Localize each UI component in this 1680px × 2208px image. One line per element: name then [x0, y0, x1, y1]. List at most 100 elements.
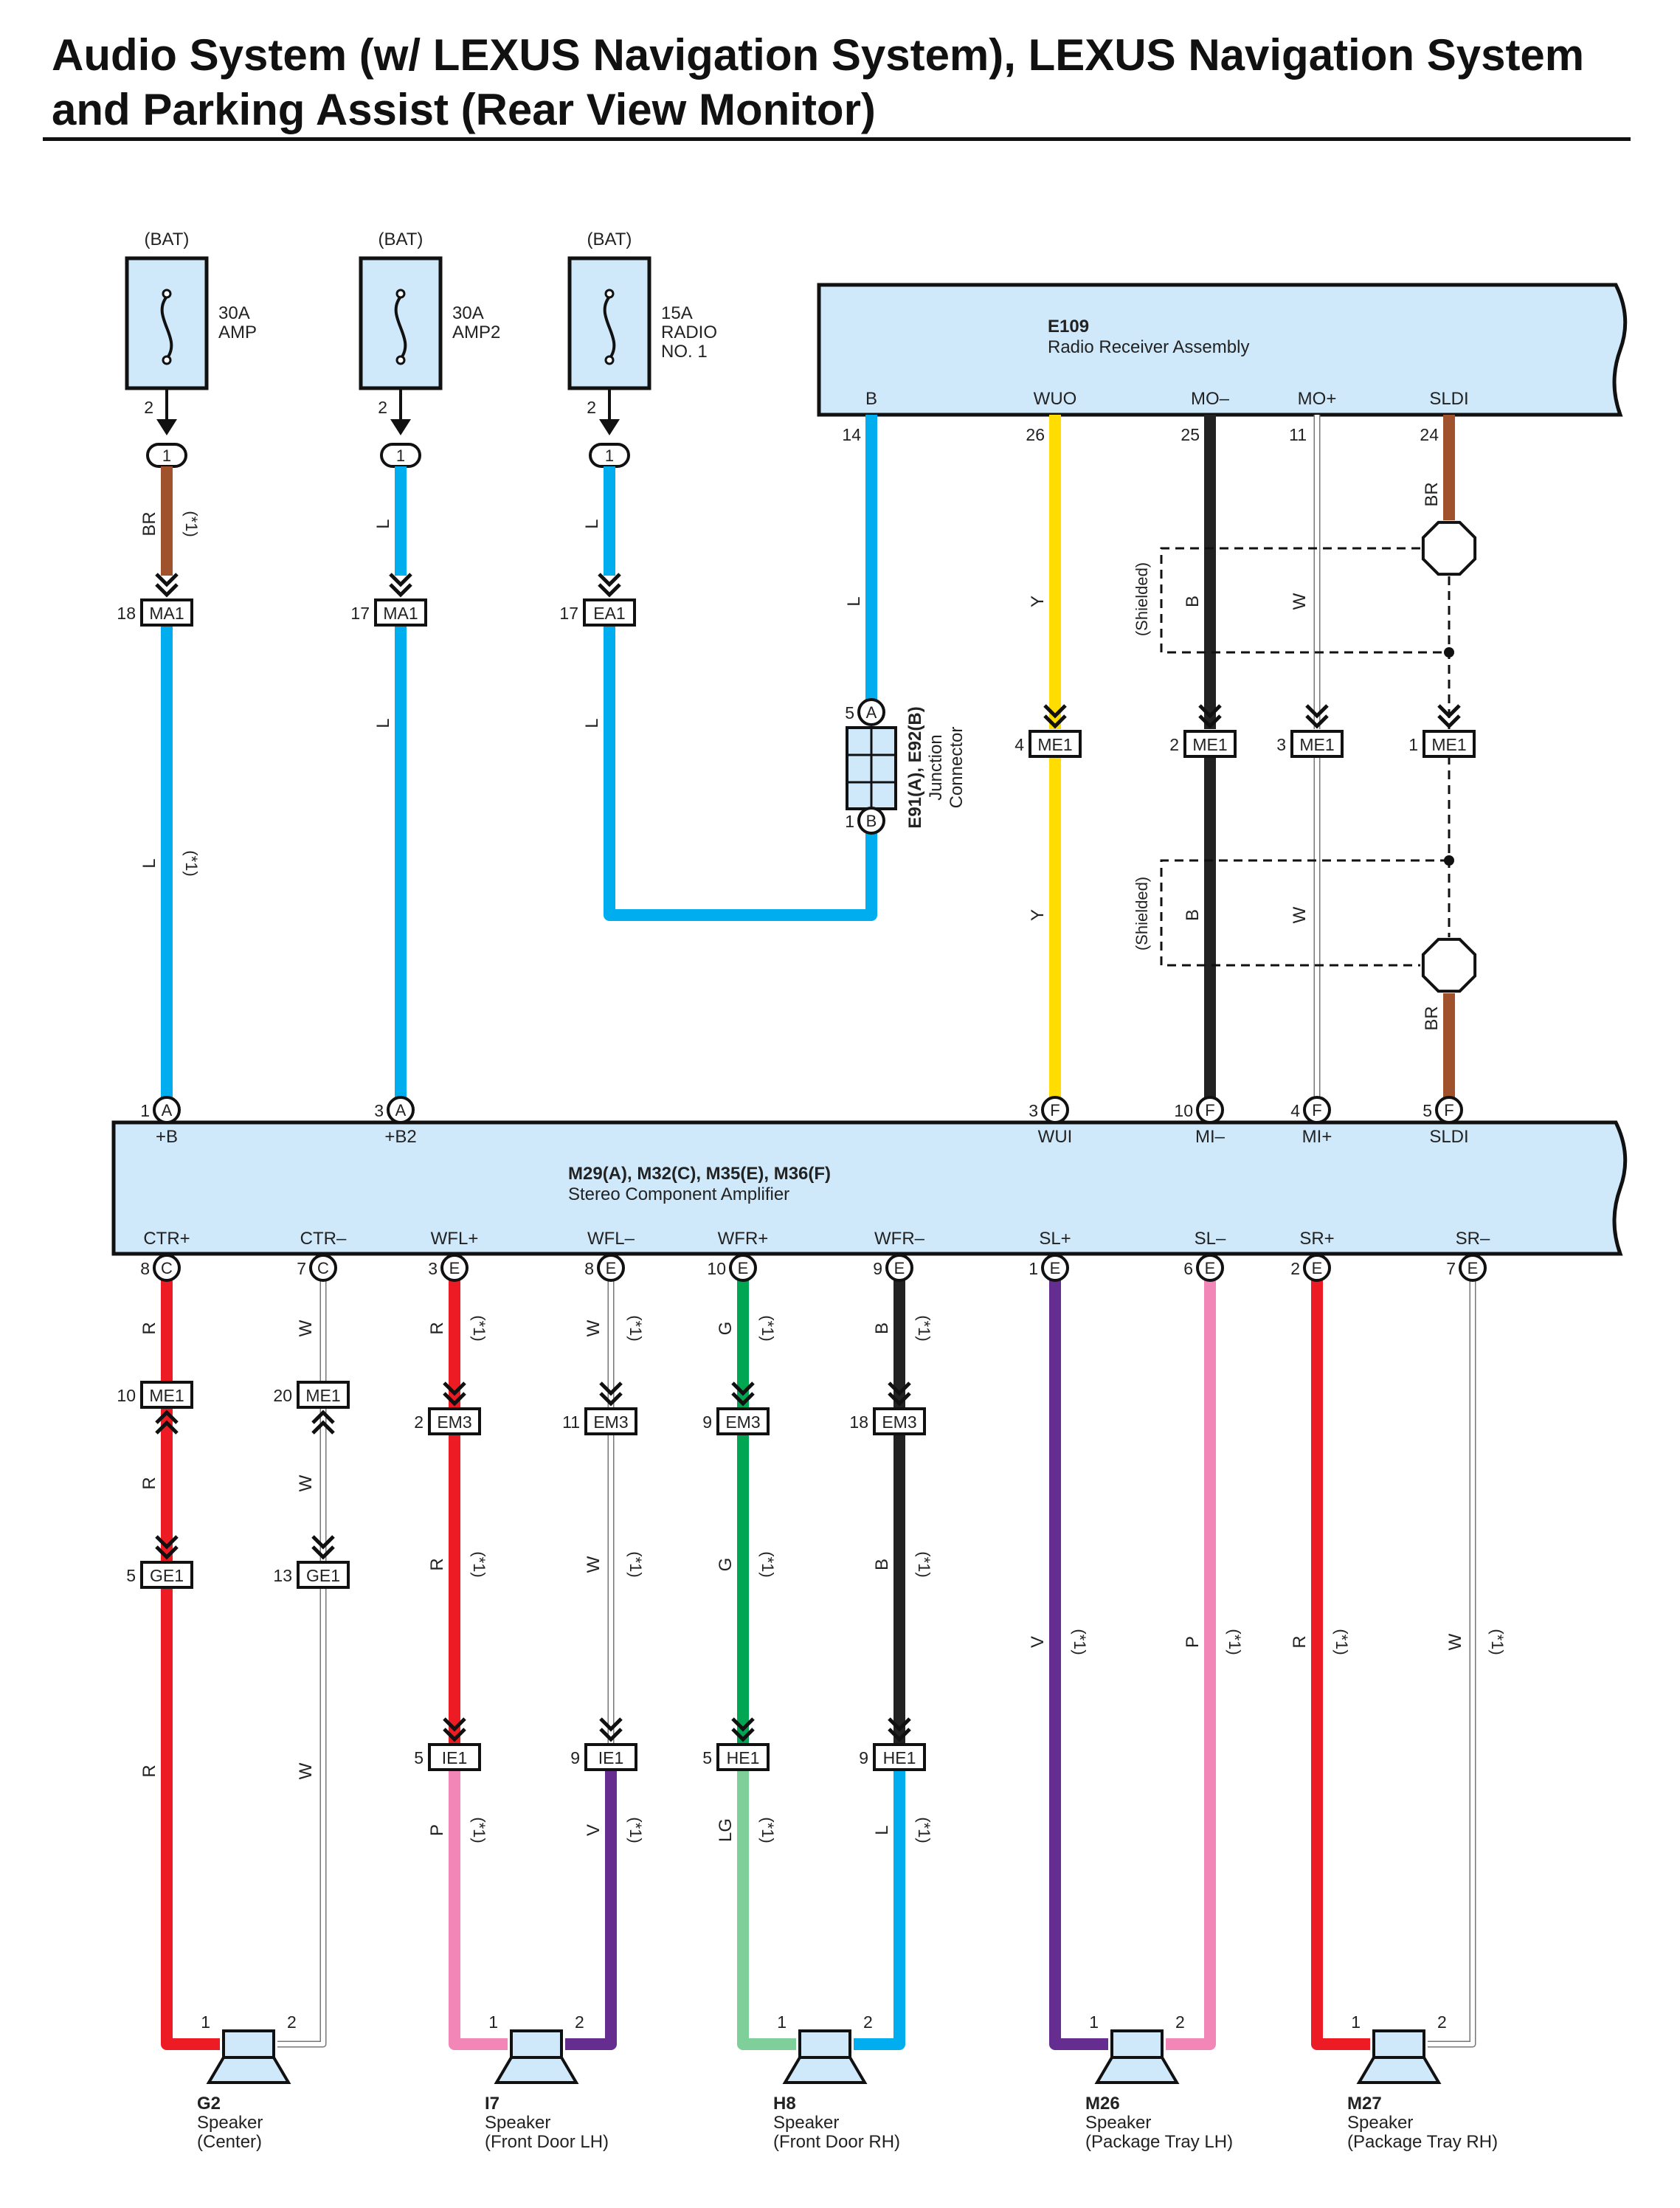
connector-me1-3-arrow-chev2 [1305, 714, 1329, 729]
connector-em3-18-arrow-chev1 [888, 1381, 911, 1396]
connector-ge1-5-arrow-chev2 [155, 1545, 179, 1560]
wire-sl-plus-v [1049, 1268, 1108, 2050]
amp-top-terminal-6-pin: 5 [1423, 1101, 1432, 1120]
connector-me1-2-arrow [1198, 704, 1222, 729]
amp-bottom-terminal-8-label: SL– [1195, 1229, 1226, 1249]
connector-me1-3-box [1290, 730, 1344, 758]
connector-ea1-arrow-chev1 [598, 573, 621, 587]
connector-ge1-13-arrow [311, 1535, 335, 1560]
amp-bottom-terminal-6-circle [885, 1254, 913, 1282]
connector-em3-2-arrow-chev1 [443, 1381, 466, 1396]
connector-he1-9-arrow-chev2 [888, 1728, 911, 1742]
fuse-1-node-bottom [162, 355, 172, 365]
wire-wfr-plus-g-1-star: (*1) [758, 1315, 777, 1341]
connector-me1-3-pin: 3 [1276, 735, 1286, 754]
speaker-m27-pin1: 1 [1351, 2012, 1361, 2032]
junction-top-letter: A [866, 703, 877, 722]
shield-node-upper [1444, 647, 1454, 658]
connector-ie1-9-arrow-chev1 [599, 1717, 623, 1732]
connector-me1-20-arrow-chev1 [311, 1420, 335, 1435]
amp-bottom-terminal-1-letter: C [161, 1259, 173, 1277]
amp-bottom-terminal-7-label: SL+ [1039, 1229, 1071, 1249]
fuse-3-connector-label: 1 [605, 446, 614, 465]
amp-top-terminal-2-label: +B2 [384, 1127, 416, 1147]
wire-wfr-plus-lg-label: LG [716, 1818, 736, 1842]
wire-wfl-minus-w-2-star: (*1) [626, 1551, 645, 1577]
wire-sr-plus-r-label: R [1290, 1635, 1310, 1648]
connector-em3-11-box [584, 1407, 637, 1435]
amp-bottom-terminal-6-label: WFR– [874, 1229, 925, 1249]
connector-he1-9-arrow-chev1 [888, 1717, 911, 1732]
shield-ground-lower [1421, 937, 1477, 993]
fuse-2-node-top [395, 289, 406, 299]
wire-wfr-plus-g-1-label: G [716, 1322, 736, 1336]
fuse-1-rating: 30A [218, 303, 250, 323]
wire-sl-minus-p-label: P [1183, 1636, 1203, 1648]
radio-terminal-2-label: WUO [1034, 389, 1077, 409]
wire-wfr-plus-lg [737, 1770, 796, 2050]
junction-top-circle [857, 698, 885, 726]
connector-ea1-pin: 17 [559, 604, 578, 623]
wire-mo-plus-w-upper-label: W [1290, 593, 1310, 610]
speaker-m27-location: (Package Tray RH) [1347, 2132, 1498, 2152]
connector-em3-2-label: EM3 [437, 1412, 471, 1432]
speaker-m26-code: M26 [1085, 2094, 1120, 2114]
fuse-2-pin: 2 [378, 398, 387, 417]
wire-ctr-plus-r-3 [161, 1587, 220, 2050]
shield-box-lower [1160, 859, 1449, 967]
radio-terminal-4-pin: 11 [1289, 425, 1307, 444]
wire-ctr-plus-r-2-label: R [139, 1477, 159, 1489]
connector-ge1-13-pin: 13 [273, 1566, 292, 1585]
amp-top-terminal-4-label: MI– [1195, 1127, 1226, 1147]
connector-em3-11-arrow [599, 1381, 623, 1407]
title-line-2: and Parking Assist (Rear View Monitor) [52, 85, 876, 134]
speaker-g2-code: G2 [197, 2094, 221, 2114]
wire-ctr-plus-r-3-label: R [139, 1764, 159, 1777]
junction-name1: Junction [926, 734, 946, 800]
connector-me1-10-arrow-chev2 [155, 1410, 179, 1424]
connector-ge1-5-label: GE1 [150, 1566, 184, 1585]
junction-name2: Connector [947, 727, 967, 809]
wire-sldi-br-upper-label: BR [1422, 482, 1442, 506]
amp-top-terminal-4-letter: F [1205, 1101, 1214, 1119]
amp-top-terminal-4-pin: 10 [1174, 1101, 1193, 1120]
connector-me1-20-arrow [311, 1410, 335, 1435]
radio-terminal-1-label: B [865, 389, 877, 409]
speaker-h8-code: H8 [773, 2094, 796, 2114]
wire-wfr-minus-l-star: (*1) [915, 1817, 933, 1843]
connector-em3-2-pin: 2 [414, 1412, 424, 1432]
wire-radio-l-lower-label: L [582, 718, 602, 728]
connector-me1-20-label: ME1 [305, 1386, 340, 1405]
wire-radio-l-upper-label: L [582, 519, 602, 528]
amp-top-terminal-2-letter: A [395, 1101, 407, 1119]
wire-wfl-plus-r-2-star: (*1) [470, 1551, 488, 1577]
amp-bottom-terminal-1-pin: 8 [140, 1259, 150, 1278]
wire-wfr-minus-b-2-label: B [872, 1559, 892, 1570]
wire-wfl-plus-r-2-label: R [427, 1558, 447, 1570]
connector-me1-1-box [1423, 730, 1476, 758]
wire-wfr-minus-b-1-label: B [872, 1322, 892, 1334]
speaker-m26-cone [1094, 2056, 1180, 2084]
speaker-i7-code: I7 [485, 2094, 499, 2114]
connector-me1-10-arrow-chev1 [155, 1420, 179, 1435]
connector-me1-3-arrow-chev1 [1305, 704, 1329, 719]
wire-sl-minus-p [1166, 1268, 1216, 2050]
amp-bottom-terminal-4-pin: 8 [584, 1259, 594, 1278]
amp-bottom-terminal-5-circle [729, 1254, 757, 1282]
wire-ctr-minus-w-2-label: W [296, 1474, 316, 1491]
radio-terminal-3-label: MO– [1191, 389, 1230, 409]
connector-me1-3-arrow [1305, 704, 1329, 729]
amplifier-code: M29(A), M32(C), M35(E), M36(F) [568, 1164, 831, 1184]
connector-em3-9-label: EM3 [725, 1412, 760, 1432]
connector-ma1-b-label: MA1 [383, 604, 418, 623]
connector-me1-10-pin: 10 [117, 1386, 136, 1405]
speaker-i7-magnet [510, 2029, 563, 2059]
connector-ma1-b-arrow-chev2 [389, 583, 412, 598]
connector-em3-11-label: EM3 [593, 1412, 628, 1432]
connector-me1-4-arrow-chev2 [1043, 714, 1067, 729]
connector-me1-1-pin: 1 [1408, 735, 1418, 754]
amp-bottom-terminal-9-label: SR+ [1299, 1229, 1334, 1249]
wire-wfr-minus-l [854, 1770, 905, 2050]
wire-wfl-minus-w-2-label: W [584, 1556, 604, 1573]
amp-top-terminal-1-label: +B [156, 1127, 178, 1147]
